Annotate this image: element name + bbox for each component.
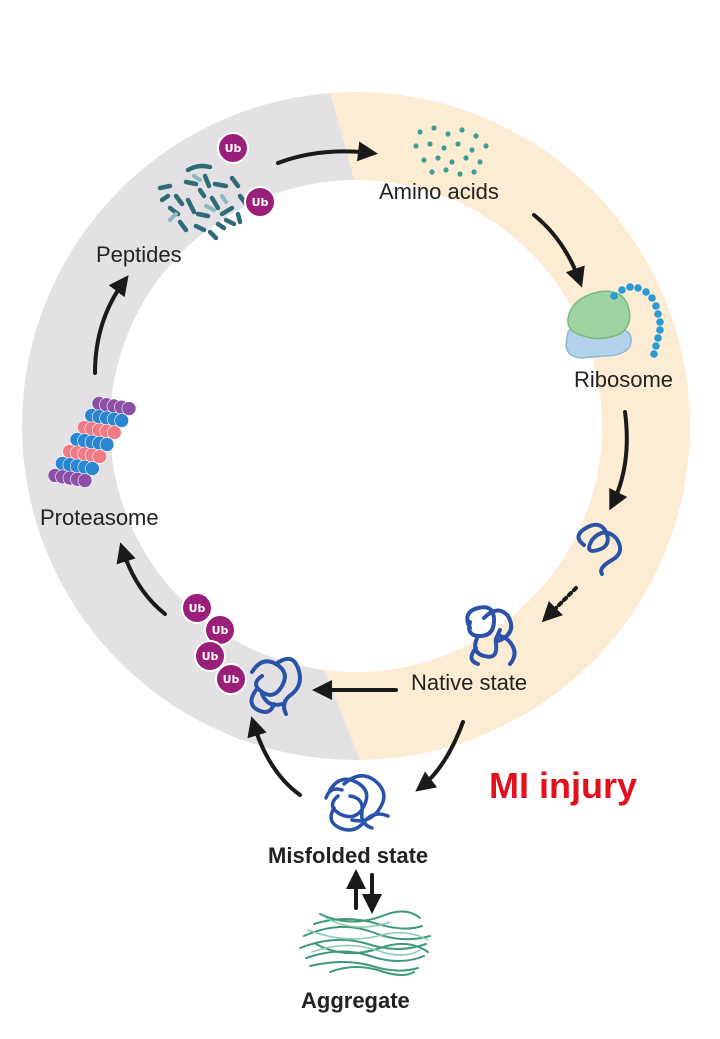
ub-marker-chain-3: Ub (194, 640, 226, 672)
amino-acid-dot (421, 157, 427, 163)
chain-bead (656, 326, 664, 334)
proteasome-icon (47, 396, 137, 488)
arrow-native-to-misfolded (415, 720, 465, 792)
label-aggregate: Aggregate (301, 988, 410, 1013)
label-ribosome: Ribosome (574, 367, 674, 392)
chain-bead (652, 342, 660, 350)
ub-label: Ub (189, 602, 206, 615)
arrow-polypeptide-to-native-dotted (541, 586, 578, 623)
amino-acid-dot (431, 125, 437, 131)
chain-bead (654, 310, 662, 318)
amino-acid-dot (459, 127, 465, 133)
amino-acid-dot (473, 133, 479, 139)
amino-acid-dot (445, 131, 451, 137)
label-native-state: Native state (411, 670, 528, 695)
ub-marker-peptides-2: Ub (244, 186, 276, 218)
chain-bead (618, 286, 626, 294)
amino-acid-dot (483, 143, 489, 149)
proteasome-subunit (77, 473, 93, 488)
amino-acid-dot (417, 129, 423, 135)
chain-bead (642, 288, 650, 296)
ub-marker-peptides-1: Ub (217, 132, 249, 164)
ub-marker-chain-4: Ub (215, 663, 247, 695)
amino-acid-dot (443, 167, 449, 173)
ub-marker-chain-1: Ub (181, 592, 213, 624)
chain-bead (652, 302, 660, 310)
arrow-amino-acids-to-ribosome (532, 213, 585, 288)
amino-acid-dot (435, 155, 441, 161)
ub-label: Ub (225, 142, 242, 155)
arrow-proteasome-to-peptides (93, 275, 129, 375)
peptides-icon (157, 163, 249, 241)
ub-label: Ub (202, 650, 219, 663)
aggregate-icon (299, 910, 431, 976)
ub-marker-chain-2: Ub (204, 614, 236, 646)
chain-bead (654, 334, 662, 342)
ubiquitinated-protein-icon: Ub Ub Ub Ub (181, 592, 302, 716)
proteasome-subunit (92, 449, 107, 464)
ub-label: Ub (252, 196, 269, 209)
ribosome-peptide-chain (610, 283, 664, 358)
amino-acid-dot (427, 141, 433, 147)
proteasome-subunit (121, 401, 137, 416)
aggregate-icon-light (307, 917, 429, 956)
native-protein-icon (465, 605, 517, 666)
amino-acid-dot (441, 145, 447, 151)
arrow-ribosome-to-polypeptide (609, 410, 629, 511)
ub-label: Ub (223, 673, 240, 686)
proteasome-subunit (99, 437, 115, 452)
peptide-fragments-light (168, 174, 228, 222)
ribosome-icon (565, 283, 664, 359)
amino-acid-dot (455, 141, 461, 147)
amino-acid-dot (429, 169, 435, 175)
ub-label: Ub (212, 624, 229, 637)
proteasome-subunit (85, 461, 100, 476)
arrows (93, 141, 629, 914)
arrow-misfolded-to-ubiquitinated (247, 716, 302, 797)
label-misfolded-state: Misfolded state (268, 843, 429, 868)
amino-acid-dot (413, 143, 419, 149)
chain-bead (626, 283, 634, 291)
arrow-peptides-to-amino-acids (276, 141, 378, 165)
label-mi-injury: MI injury (489, 765, 638, 806)
amino-acid-dot (477, 159, 483, 165)
amino-acid-dot (449, 159, 455, 165)
label-amino-acids: Amino acids (379, 179, 499, 204)
label-proteasome: Proteasome (40, 505, 159, 530)
arrow-ubiquitinated-to-proteasome (116, 542, 167, 616)
ribosome-large-subunit (567, 290, 631, 340)
amino-acid-dot (463, 155, 469, 161)
proteasome-subunit (107, 425, 122, 440)
label-peptides: Peptides (96, 242, 182, 267)
nascent-polypeptide-icon (576, 522, 623, 576)
amino-acid-dot (469, 147, 475, 153)
amino-acids-icon (413, 125, 489, 177)
misfolded-protein-icon (324, 774, 390, 832)
chain-bead (650, 350, 658, 358)
chain-bead (610, 292, 618, 300)
chain-bead (656, 318, 664, 326)
protein-squiggle (249, 656, 302, 716)
chain-bead (648, 294, 656, 302)
amino-acid-dot (471, 169, 477, 175)
proteasome-subunit (114, 413, 129, 428)
amino-acid-dot (457, 171, 463, 177)
chain-bead (634, 284, 642, 292)
